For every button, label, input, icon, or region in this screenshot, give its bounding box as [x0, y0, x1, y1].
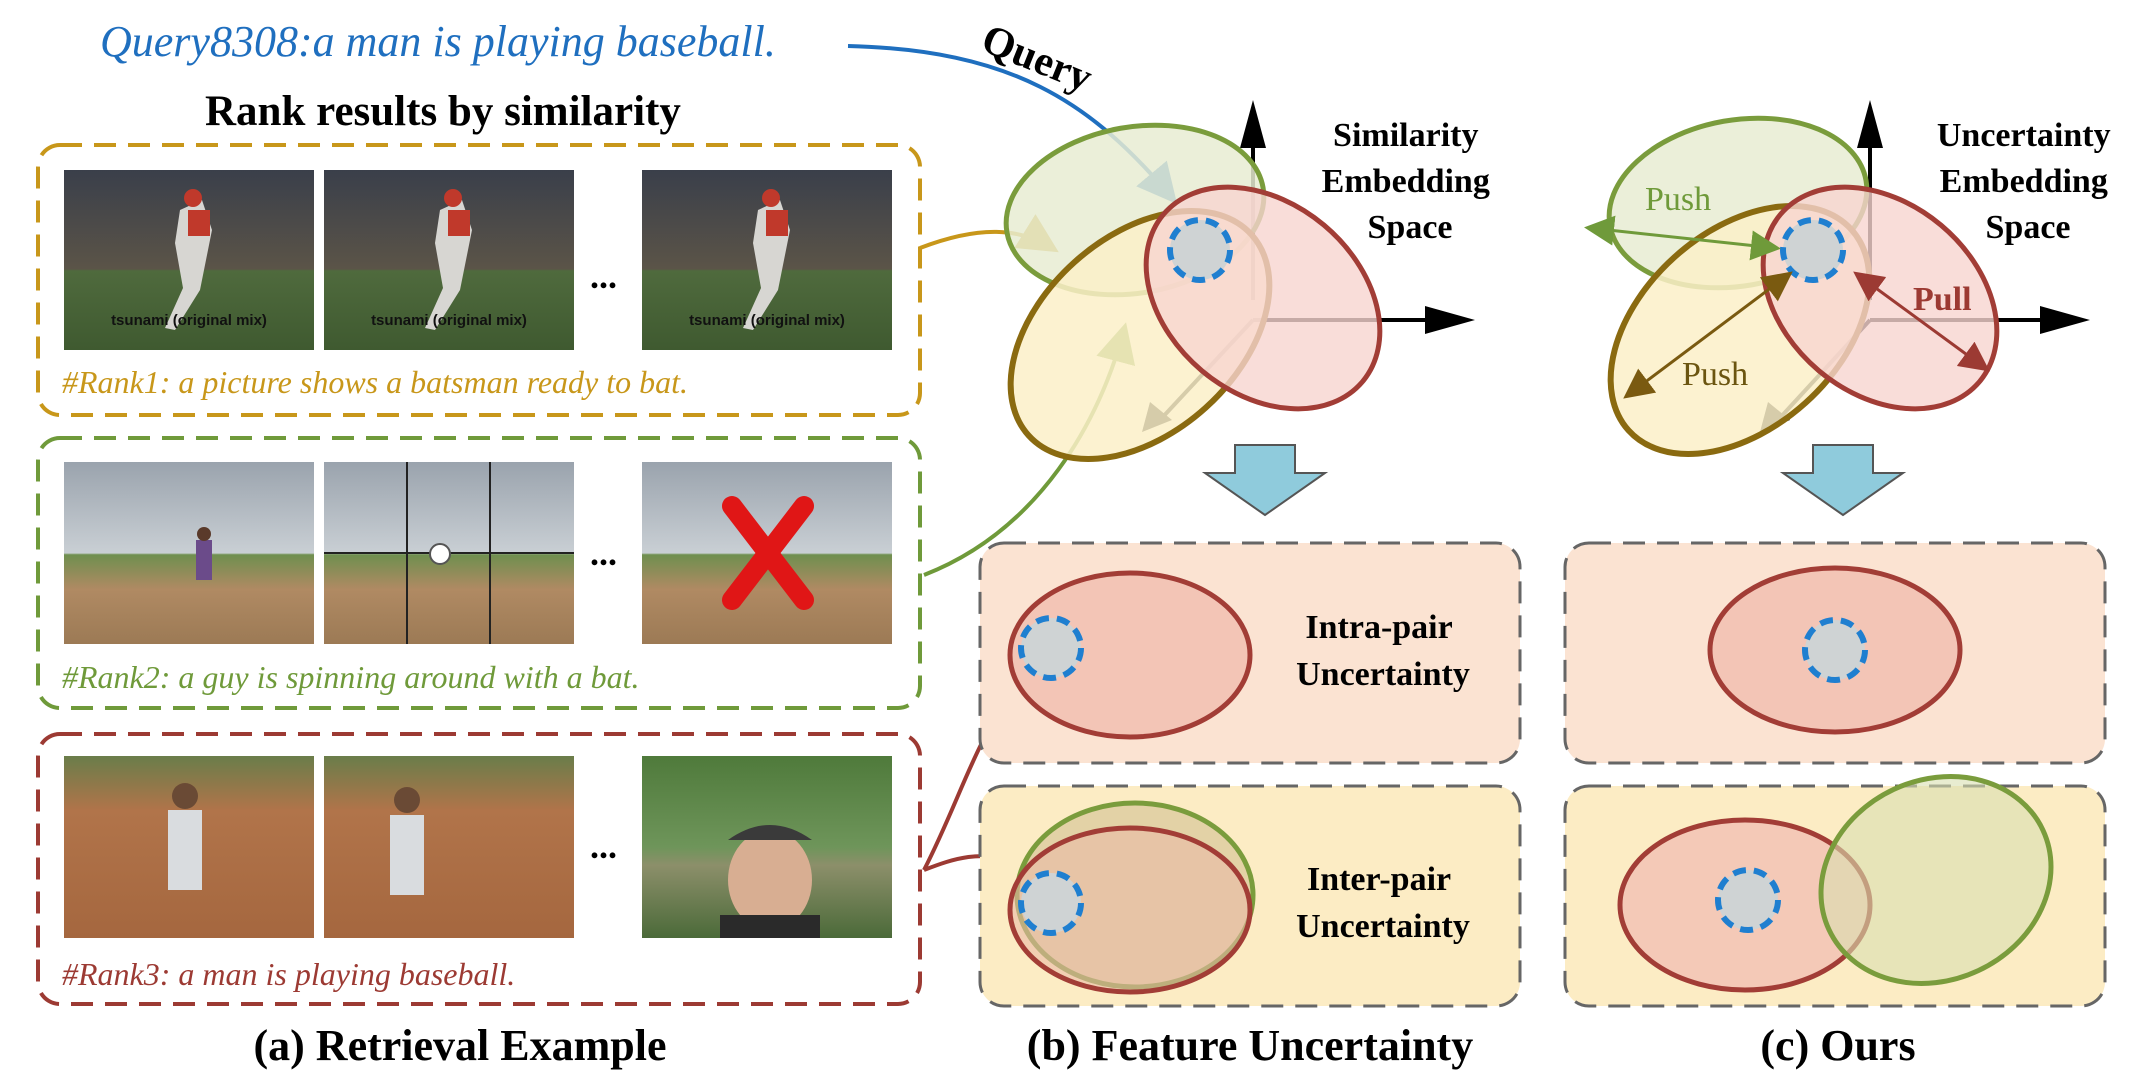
- rank2-caption: #Rank2: a guy is spinning around with a …: [62, 659, 639, 695]
- ours-query-point: [1802, 617, 1868, 683]
- similarity-space-label-line1: Similarity: [1333, 117, 1478, 154]
- ours-query-point-2: [1715, 867, 1781, 933]
- uncertainty-space-label-line1: Uncertainty: [1937, 117, 2111, 154]
- rank3-thumb-3: [642, 756, 892, 938]
- rank2-thumbnails: ...: [64, 462, 892, 644]
- down-arrow-b: [1201, 444, 1329, 517]
- rank3-caption: #Rank3: a man is playing baseball.: [62, 956, 515, 992]
- rank3-thumbnails: ...: [64, 756, 892, 938]
- thumb-overlay: tsunami (original mix): [371, 312, 527, 329]
- rank3-box: [36, 732, 922, 1006]
- similarity-space-label: Similarity Embedding Space: [1322, 117, 1499, 246]
- rank3-thumb-2: [324, 756, 574, 938]
- pull-label: Pull: [1913, 281, 1972, 318]
- rank3-ellipsis: ...: [590, 826, 617, 866]
- y-axis-arrowhead: [1240, 100, 1266, 148]
- inter-query-point: [1018, 870, 1084, 936]
- similarity-space-label-line3: Space: [1368, 209, 1453, 246]
- intra-label-line2: Uncertainty: [1296, 656, 1470, 693]
- rank1-ellipsis: ...: [590, 256, 617, 296]
- x-axis-arrowhead: [1425, 306, 1475, 334]
- rank1-thumb-1: tsunami (original mix): [64, 170, 314, 350]
- red-x-icon: [722, 496, 814, 610]
- inter-red-ellipse: [1007, 825, 1253, 995]
- rank2-thumb-1: [64, 462, 314, 644]
- inter-label-line2: Uncertainty: [1296, 908, 1470, 945]
- intra-query-point: [1018, 615, 1084, 681]
- thumb-overlay: tsunami (original mix): [111, 312, 267, 329]
- push-label-2: Push: [1682, 356, 1748, 393]
- rank1-thumbnails: tsunami (original mix) tsunami (original…: [64, 170, 892, 350]
- uncertainty-space: Push Push Pull Uncertainty Embedding Spa…: [1584, 100, 2119, 458]
- pull-arrow: [1853, 271, 1990, 372]
- push-arrow-olive: [1623, 271, 1793, 399]
- uncertainty-space-label: Uncertainty Embedding Space: [1937, 117, 2119, 246]
- query-text: Query8308:a man is playing baseball.: [100, 17, 776, 66]
- push-label-1: Push: [1645, 181, 1711, 218]
- similarity-space: Similarity Embedding Space: [1003, 100, 1499, 463]
- rank2-thumb-2: [324, 462, 574, 644]
- push-arrow-green: [1584, 215, 1781, 261]
- intra-label-line1: Intra-pair: [1305, 609, 1452, 646]
- thumb-overlay: tsunami (original mix): [689, 312, 845, 329]
- query-arrow-label: Query: [975, 16, 1098, 101]
- rank1-thumb-2: tsunami (original mix): [324, 170, 574, 350]
- intra-label: Intra-pair Uncertainty: [1296, 609, 1470, 693]
- x-axis-arrowhead: [2040, 306, 2090, 334]
- rank3-thumb-1: [64, 756, 314, 938]
- similarity-space-label-line2: Embedding: [1322, 163, 1490, 200]
- caption-a: (a) Retrieval Example: [254, 1021, 667, 1070]
- uncertainty-space-label-line3: Space: [1986, 209, 2071, 246]
- rank2-ellipsis: ...: [590, 533, 617, 573]
- down-arrow-c: [1779, 444, 1907, 517]
- rank2-thumb-3: [642, 462, 892, 644]
- rank1-box: [36, 143, 922, 417]
- uncertainty-space-label-line2: Embedding: [1940, 163, 2108, 200]
- rank2-box: [36, 436, 922, 710]
- query-point: [1780, 217, 1846, 283]
- rank-heading: Rank results by similarity: [205, 88, 681, 135]
- ours-green-ellipse: [1818, 774, 2054, 986]
- caption-b: (b) Feature Uncertainty: [1027, 1021, 1473, 1070]
- query-point: [1167, 217, 1233, 283]
- caption-c: (c) Ours: [1760, 1021, 1915, 1070]
- inter-label-line1: Inter-pair: [1307, 861, 1451, 898]
- intra-red-ellipse: [1007, 570, 1253, 740]
- inter-label: Inter-pair Uncertainty: [1296, 861, 1470, 945]
- rank1-caption: #Rank1: a picture shows a batsman ready …: [62, 364, 688, 400]
- y-axis-arrowhead: [1857, 100, 1883, 148]
- rank1-thumb-3: tsunami (original mix): [642, 170, 892, 350]
